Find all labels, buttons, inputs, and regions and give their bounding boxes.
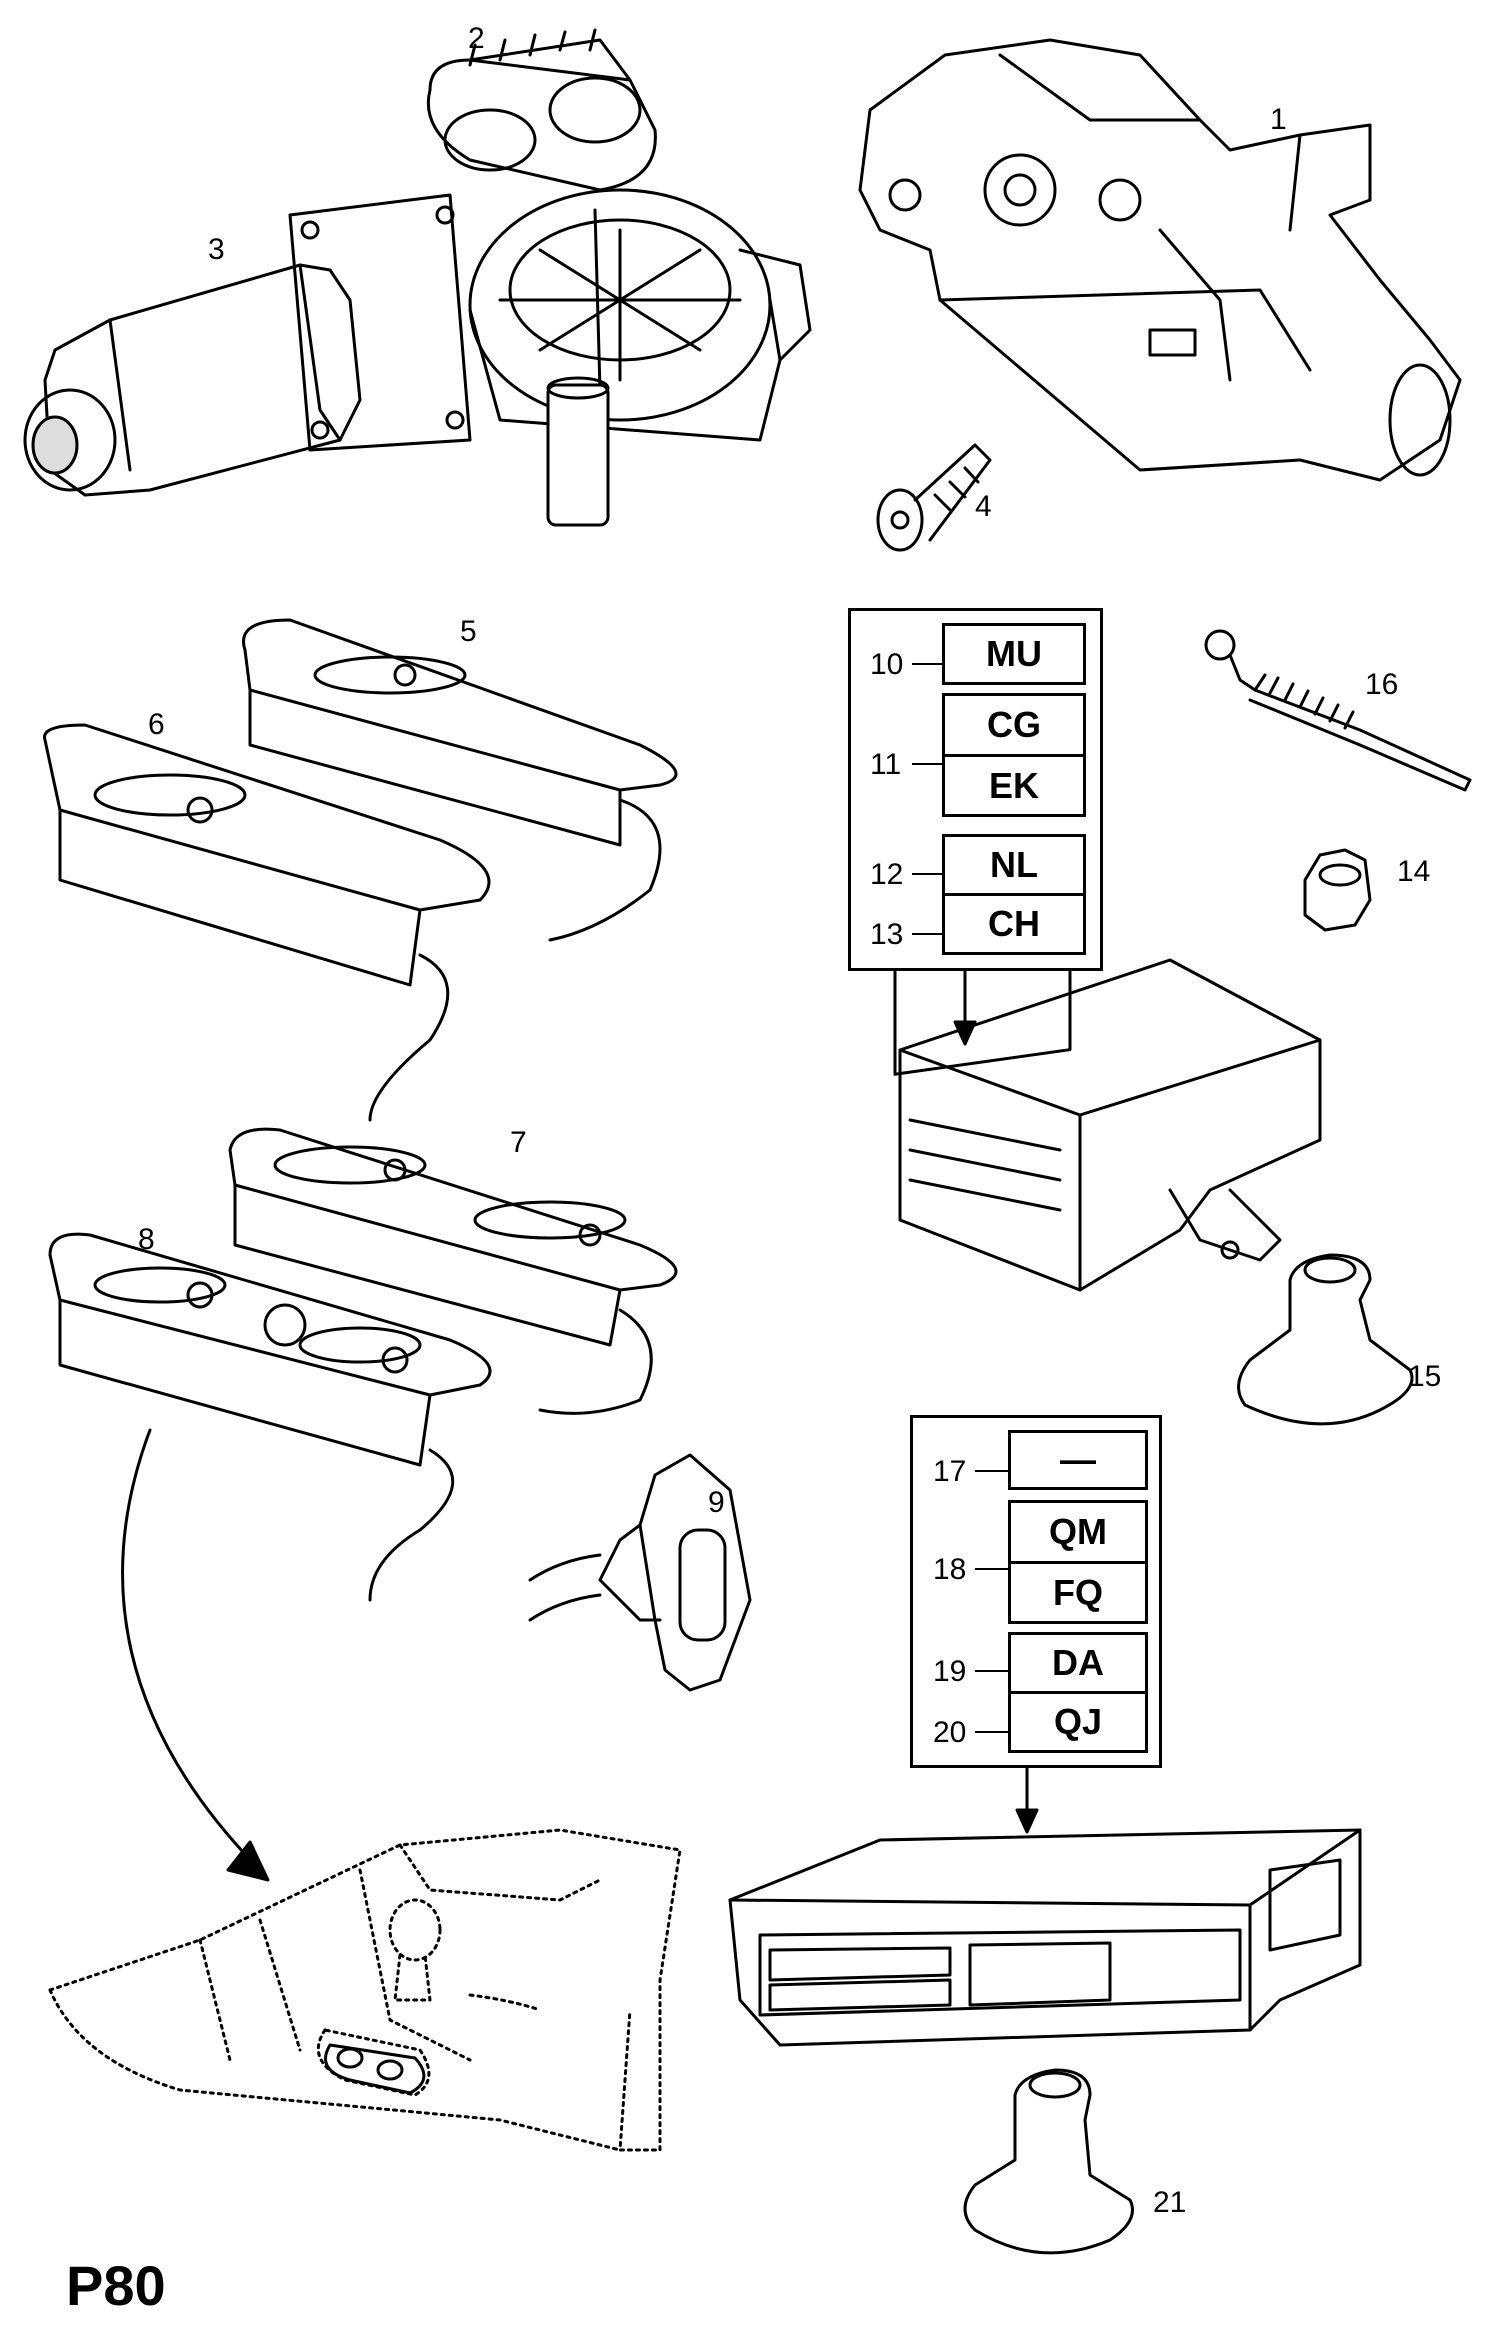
- part-9-switch: [528, 1453, 752, 1692]
- console-switch-highlight: [324, 2043, 426, 2095]
- ref-10-leader: [912, 663, 942, 665]
- callout-1: 1: [1270, 103, 1287, 136]
- ref-18: 18: [933, 1553, 967, 1586]
- ref-17-leader: [975, 1470, 1008, 1472]
- callout-21: 21: [1153, 2186, 1187, 2219]
- part-3-window-motor: [23, 188, 812, 527]
- ref-20-leader: [975, 1731, 1008, 1733]
- callout-14: 14: [1397, 855, 1431, 888]
- callout-3: 3: [208, 233, 225, 266]
- diagram-id: P80: [66, 2254, 166, 2317]
- ref-11-leader: [912, 763, 942, 765]
- part-16-bolt: [1204, 629, 1472, 792]
- callout-15: 15: [1408, 1360, 1442, 1393]
- ref-11: 11: [870, 748, 902, 781]
- table-b-arrowhead: [1015, 1808, 1039, 1834]
- part-15-nut: [1237, 1253, 1414, 1426]
- code-cell-da: DA: [1008, 1632, 1148, 1694]
- ref-12: 12: [870, 858, 904, 891]
- console-location-sketch: [48, 1828, 682, 2152]
- callout-8: 8: [138, 1223, 155, 1256]
- code-cell-ch: CH: [942, 893, 1086, 955]
- callout-2: 2: [468, 22, 485, 55]
- table-a-arrowhead: [953, 1020, 977, 1046]
- code-cell-nl: NL: [942, 834, 1086, 896]
- part-8-switch-panel: [48, 1232, 492, 1602]
- callout-7: 7: [510, 1126, 527, 1159]
- callout-9: 9: [708, 1486, 725, 1519]
- part-1-regulator-housing: [858, 38, 1462, 482]
- ref-19-leader: [975, 1670, 1008, 1672]
- callout-4: 4: [975, 490, 992, 523]
- code-cell-qm-fq: QM FQ: [1008, 1500, 1148, 1624]
- callout-16: 16: [1365, 668, 1399, 701]
- code-cell-mu: MU: [942, 623, 1086, 685]
- control-module-top: [893, 928, 1322, 1292]
- code-table-b: [910, 1415, 1162, 1768]
- part-4-screw: [876, 443, 992, 552]
- ref-13: 13: [870, 918, 904, 951]
- ref-19: 19: [933, 1655, 967, 1688]
- part-21-nut: [963, 2068, 1134, 2255]
- code-cell-dash: —: [1008, 1430, 1148, 1490]
- ref-12-leader: [912, 873, 942, 875]
- callout-6: 6: [148, 708, 165, 741]
- code-cell-cg-ek: CG EK: [942, 693, 1086, 817]
- part-2-motor-cover: [426, 28, 657, 192]
- callout-5: 5: [460, 615, 477, 648]
- control-module-bottom: [728, 1828, 1362, 2047]
- part-7-switch-panel: [228, 1127, 678, 1415]
- part-5-switch-panel: [242, 618, 678, 942]
- part-6-switch-panel: [43, 723, 491, 1122]
- code-table-a: [848, 608, 1103, 971]
- ref-10: 10: [870, 648, 904, 681]
- ref-17: 17: [933, 1455, 967, 1488]
- ref-20: 20: [933, 1716, 967, 1749]
- location-arrow: [121, 1428, 270, 1882]
- code-cell-qj: QJ: [1008, 1691, 1148, 1753]
- ref-13-leader: [912, 933, 942, 935]
- part-14-nut: [1303, 848, 1372, 932]
- ref-18-leader: [975, 1568, 1008, 1570]
